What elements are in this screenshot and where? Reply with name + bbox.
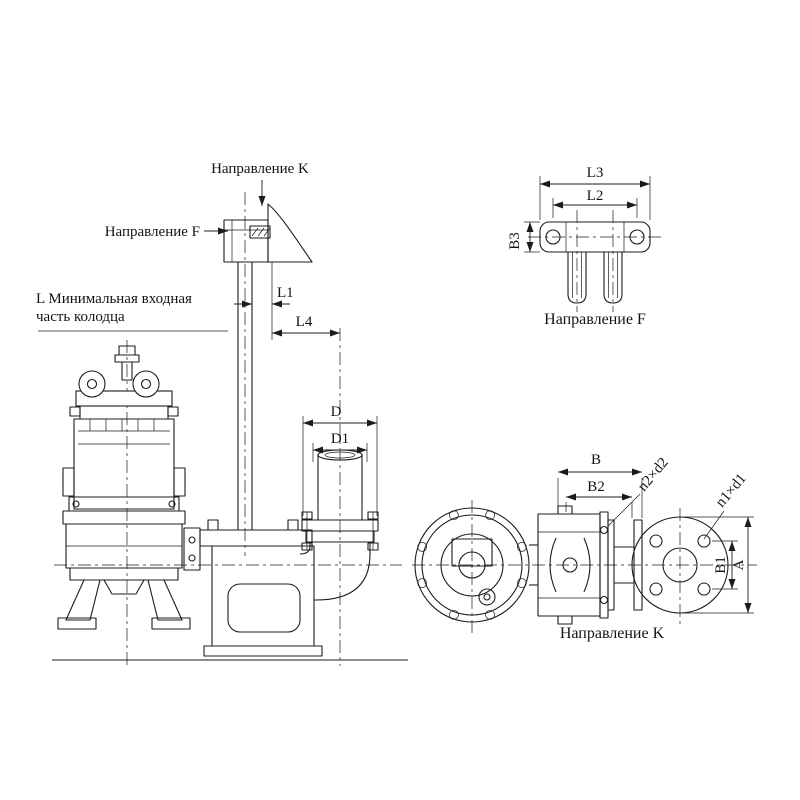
bracket-bolt-left xyxy=(545,229,561,245)
dim-l1-label: L1 xyxy=(277,285,294,301)
min-inlet-label-line2: часть колодца xyxy=(36,309,125,325)
dim-l4-label: L4 xyxy=(296,314,313,330)
dim-d-label: D xyxy=(331,404,342,420)
dim-a-label: A xyxy=(731,559,747,570)
dim-b1-label: B1 xyxy=(713,556,729,574)
pump-end-view xyxy=(414,507,530,623)
bracket-bolt-right xyxy=(629,229,645,245)
guide-pipe-bracket xyxy=(223,203,313,530)
dim-b3-label: B3 xyxy=(507,232,523,250)
dim-l3-label: L3 xyxy=(587,165,604,181)
coupling-base xyxy=(199,519,371,657)
bracket-prong-left xyxy=(567,252,587,304)
view-f: L3 L2 B3 Направление F xyxy=(507,165,662,328)
dimensions-main: Направление K Направление F L Минимальна… xyxy=(36,161,378,516)
dim-b-label: B xyxy=(591,452,601,468)
dim-l2-label: L2 xyxy=(587,188,604,204)
bolt-label-n2d2: n2×d2 xyxy=(635,455,672,495)
outlet-flange xyxy=(614,516,729,614)
dim-b2-label: B2 xyxy=(587,479,605,495)
direction-f-label: Направление F xyxy=(105,224,200,240)
bracket-prong-right xyxy=(603,252,623,304)
view-k: B B2 n2×d2 n1×d1 B1 A Направление K xyxy=(412,452,757,642)
min-inlet-label-line1: L Минимальная входная xyxy=(36,291,192,307)
dim-d1-label: D1 xyxy=(331,431,349,447)
view-k-caption: Направление K xyxy=(560,625,665,642)
claw-coupling xyxy=(529,505,615,625)
riser-pipe xyxy=(301,449,379,551)
pump-unit xyxy=(57,345,201,630)
view-f-caption: Направление F xyxy=(544,311,646,328)
bolt-label-n1d1: n1×d1 xyxy=(713,471,750,511)
direction-k-label: Направление K xyxy=(211,161,309,177)
bracket-plate xyxy=(539,221,651,253)
